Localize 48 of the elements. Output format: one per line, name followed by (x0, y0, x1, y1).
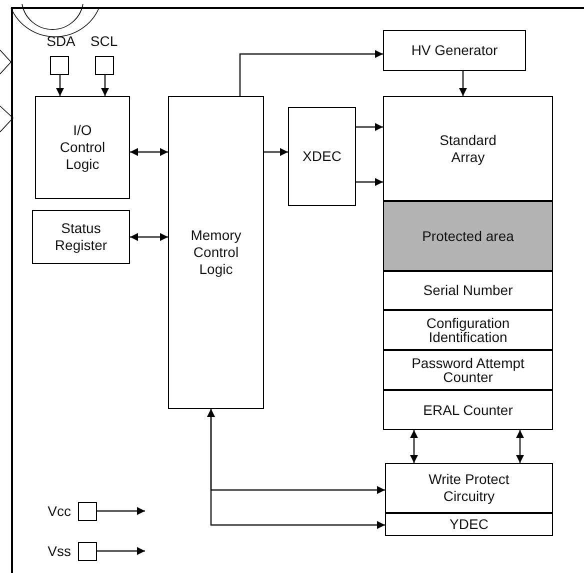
arrow (410, 430, 418, 463)
arrow (264, 148, 288, 156)
arrow (356, 123, 383, 131)
block-box (35, 96, 130, 199)
arrow (516, 430, 524, 463)
block-box (383, 30, 526, 71)
block-box (383, 310, 553, 350)
block-label: Serial Number (423, 282, 513, 299)
block-box (32, 210, 130, 264)
block-box (383, 201, 553, 271)
block-label: Status Register (54, 220, 108, 254)
arrow (207, 409, 385, 529)
arrow (239, 50, 383, 96)
block-box (383, 390, 553, 430)
block-box (383, 96, 553, 201)
block-label: Password Attempt Counter (410, 356, 526, 384)
arrow (97, 507, 145, 515)
block-box (385, 463, 553, 513)
block-label: YDEC (450, 516, 488, 533)
pin-label: Vss (48, 543, 71, 559)
arrow (459, 71, 467, 96)
arrow (130, 233, 168, 241)
block-box (383, 271, 553, 310)
block-label: Standard Array (438, 132, 498, 166)
arrow (97, 547, 145, 555)
pin-label: Vcc (48, 503, 71, 519)
block-label: Configuration Identification (425, 316, 511, 344)
pin-label: SDA (46, 33, 76, 49)
block-box (385, 513, 553, 536)
pin-square (78, 502, 97, 521)
arrow (101, 75, 109, 96)
block-label: Protected area (422, 228, 514, 244)
arrow (356, 178, 383, 186)
block-box (288, 107, 356, 206)
block-label: XDEC (302, 148, 342, 165)
pin-square (50, 56, 69, 75)
pin-square (95, 56, 114, 75)
pin-square (78, 542, 97, 561)
arrow (56, 75, 64, 96)
block-label: Memory Control Logic (190, 227, 242, 278)
block-label: HV Generator (411, 42, 498, 59)
arrow (130, 148, 168, 156)
block-label: Write Protect Circuitry (428, 471, 510, 505)
block-label: I/O Control Logic (58, 122, 106, 173)
pin-label: SCL (90, 33, 118, 49)
block-box (383, 350, 553, 390)
block-box (168, 96, 264, 409)
block-label: ERAL Counter (423, 402, 513, 418)
